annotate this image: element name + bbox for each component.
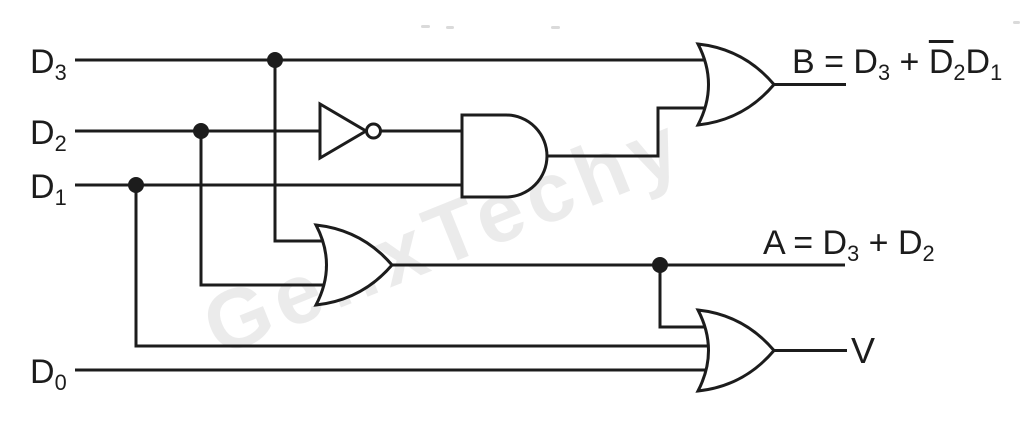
- output-equation-b: B = D3 + D2D1: [792, 43, 1003, 85]
- wire-d1-branch-to-or-v: [134, 185, 716, 348]
- wire-a-branch-to-or-v: [658, 265, 712, 329]
- artifact-dash: [421, 25, 430, 28]
- output-label-v: V: [851, 330, 876, 371]
- not-gate: [318, 101, 369, 161]
- or-gate-b: [695, 42, 776, 127]
- input-label-d1: D1: [30, 168, 67, 210]
- input-label-d2: D2: [30, 114, 67, 156]
- and-gate: [460, 113, 549, 199]
- output-equation-a: A = D3 + D2: [763, 224, 935, 266]
- input-label-d0: D0: [30, 353, 67, 395]
- wire-d2-branch-to-or-a: [199, 131, 330, 287]
- artifact-dash: [446, 26, 454, 29]
- artifact-dash: [1013, 21, 1020, 24]
- input-label-d3: D3: [30, 43, 67, 85]
- or-gate-a: [313, 223, 394, 307]
- junction-dot-d1: [128, 177, 144, 193]
- junction-dot-d2: [193, 123, 209, 139]
- wire-d3-branch-to-or-a: [273, 60, 330, 243]
- wire-and-to-or-b: [545, 106, 710, 158]
- junction-dot-a-line: [652, 257, 668, 273]
- artifact-dash: [551, 26, 560, 29]
- not-gate-bubble: [365, 122, 382, 140]
- junction-dot-d3: [267, 52, 283, 68]
- or-gate-v: [695, 308, 776, 393]
